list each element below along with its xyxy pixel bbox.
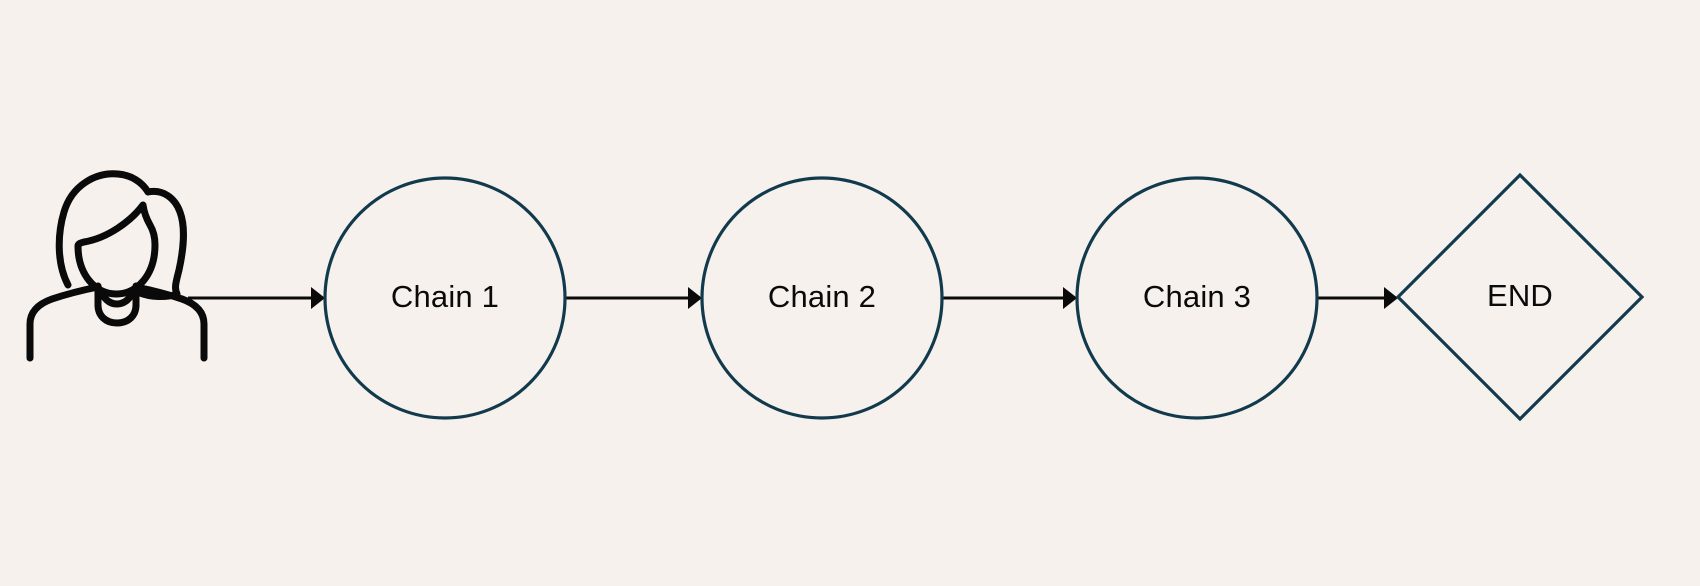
node-chain3[interactable]: Chain 3 [1075,176,1319,420]
node-shape-diamond [1395,172,1645,422]
node-chain1[interactable]: Chain 1 [323,176,567,420]
arrowhead-icon [688,287,702,309]
node-label: Chain 2 [768,279,876,314]
node-chain2[interactable]: Chain 2 [700,176,944,420]
person-avatar-icon[interactable] [26,170,208,362]
arrowhead-icon [311,287,325,309]
edge-actor-to-chain1[interactable] [188,287,325,309]
arrowhead-icon [1063,287,1077,309]
edge-chain1-to-chain2[interactable] [566,287,702,309]
node-label: END [1487,278,1553,313]
person-face [74,201,159,298]
node-label: Chain 3 [1143,279,1251,314]
person-shoulders [26,283,208,362]
person-neck [94,282,140,327]
edge-chain2-to-chain3[interactable] [943,287,1077,309]
edge-chain3-to-end[interactable] [1318,287,1398,309]
node-shape-circle [700,176,944,420]
node-label: Chain 1 [391,279,499,314]
arrowhead-icon [1384,287,1398,309]
node-end[interactable]: END [1395,172,1645,422]
node-shape-circle [1075,176,1319,420]
node-shape-circle [323,176,567,420]
person-hair-outline [55,170,187,300]
